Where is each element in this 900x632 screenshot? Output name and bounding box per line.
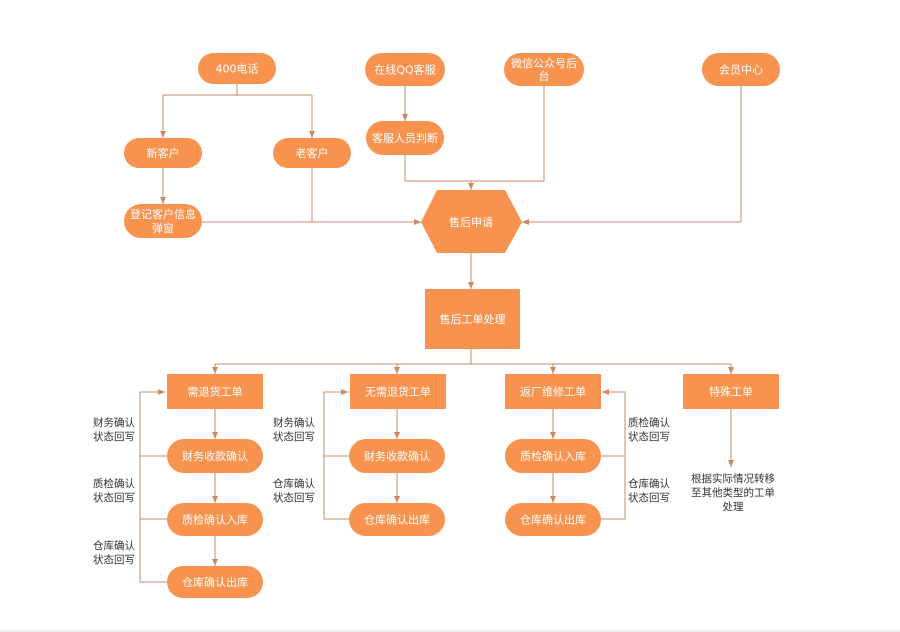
node-repair-order: 返厂维修工单	[505, 374, 601, 409]
svg-text:400电话: 400电话	[216, 63, 259, 76]
svg-text:微信公众号后: 微信公众号后	[511, 56, 577, 70]
node-finance-confirm-1: 财务收款确认	[167, 439, 263, 473]
svg-text:状态回写: 状态回写	[273, 491, 315, 504]
svg-text:状态回写: 状态回写	[93, 491, 135, 504]
note-warehouse-writeback-2: 仓库确认 状态回写	[273, 477, 315, 504]
svg-text:售后工单处理: 售后工单处理	[440, 312, 506, 326]
svg-text:需退货工单: 需退货工单	[188, 385, 243, 399]
node-warehouse-confirm-3: 仓库确认出库	[505, 503, 601, 536]
node-member-center: 会员中心	[702, 53, 780, 86]
svg-text:质检确认: 质检确认	[93, 477, 135, 490]
node-after-sales-apply: 售后申请	[421, 190, 522, 253]
svg-text:会员中心: 会员中心	[719, 64, 763, 77]
svg-text:客服人员判断: 客服人员判断	[372, 131, 438, 145]
node-qc-confirm-1: 质检确认入库	[167, 503, 263, 536]
svg-text:状态回写: 状态回写	[628, 430, 670, 443]
node-old-customer: 老客户	[273, 138, 351, 168]
node-special-order: 特殊工单	[683, 374, 779, 409]
svg-text:仓库确认: 仓库确认	[273, 477, 315, 490]
svg-text:财务确认: 财务确认	[273, 416, 315, 429]
node-400-phone: 400电话	[198, 53, 276, 84]
svg-text:新客户: 新客户	[147, 146, 180, 160]
svg-text:状态回写: 状态回写	[93, 553, 135, 566]
svg-text:状态回写: 状态回写	[93, 430, 135, 443]
svg-text:弹窗: 弹窗	[152, 221, 174, 235]
note-special-transfer: 根据实际情况转移 至其他类型的工单 处理	[691, 472, 775, 513]
svg-text:处理: 处理	[723, 501, 744, 513]
svg-text:质检确认入库: 质检确认入库	[182, 513, 248, 527]
svg-text:财务收款确认: 财务收款确认	[182, 449, 248, 463]
svg-text:质检确认入库: 质检确认入库	[520, 449, 586, 463]
note-warehouse-writeback-3: 仓库确认 状态回写	[628, 477, 670, 504]
node-wechat-backend: 微信公众号后 台	[504, 53, 584, 86]
svg-text:状态回写: 状态回写	[628, 491, 670, 504]
svg-text:台: 台	[539, 69, 550, 83]
svg-text:返厂维修工单: 返厂维修工单	[520, 385, 586, 399]
svg-text:售后申请: 售后申请	[449, 215, 493, 229]
node-warehouse-confirm-1: 仓库确认出库	[167, 566, 263, 598]
node-new-customer: 新客户	[124, 138, 202, 168]
note-warehouse-writeback-1: 仓库确认 状态回写	[93, 539, 135, 566]
node-warehouse-confirm-2: 仓库确认出库	[349, 503, 445, 536]
note-finance-writeback-2: 财务确认 状态回写	[273, 416, 315, 443]
node-no-return-order: 无需退货工单	[350, 374, 446, 409]
note-qc-writeback-3: 质检确认 状态回写	[628, 416, 670, 443]
svg-text:仓库确认出库: 仓库确认出库	[182, 575, 248, 589]
connectors	[139, 84, 742, 583]
svg-text:无需退货工单: 无需退货工单	[365, 385, 431, 399]
svg-text:至其他类型的工单: 至其他类型的工单	[691, 486, 775, 499]
note-qc-writeback-1: 质检确认 状态回写	[93, 477, 135, 504]
svg-text:仓库确认: 仓库确认	[93, 539, 135, 552]
node-after-sales-process: 售后工单处理	[425, 289, 520, 349]
svg-text:仓库确认出库: 仓库确认出库	[364, 513, 430, 527]
note-finance-writeback-1: 财务确认 状态回写	[93, 416, 135, 443]
svg-text:质检确认: 质检确认	[628, 416, 670, 429]
svg-text:财务收款确认: 财务收款确认	[364, 449, 430, 463]
svg-text:特殊工单: 特殊工单	[709, 385, 753, 399]
node-finance-confirm-2: 财务收款确认	[349, 439, 445, 473]
svg-text:老客户: 老客户	[296, 146, 329, 160]
svg-text:仓库确认出库: 仓库确认出库	[520, 513, 586, 527]
svg-text:状态回写: 状态回写	[273, 430, 315, 443]
svg-text:财务确认: 财务确认	[93, 416, 135, 429]
node-qc-confirm-3: 质检确认入库	[505, 439, 601, 473]
svg-text:仓库确认: 仓库确认	[628, 477, 670, 490]
svg-text:登记客户信息: 登记客户信息	[130, 207, 196, 221]
node-staff-judge: 客服人员判断	[366, 121, 444, 155]
svg-text:根据实际情况转移: 根据实际情况转移	[691, 472, 775, 485]
svg-text:在线QQ客服: 在线QQ客服	[374, 63, 435, 77]
node-online-qq: 在线QQ客服	[365, 53, 445, 86]
node-register-info: 登记客户信息 弹窗	[124, 204, 202, 238]
node-need-return-order: 需退货工单	[167, 374, 263, 409]
